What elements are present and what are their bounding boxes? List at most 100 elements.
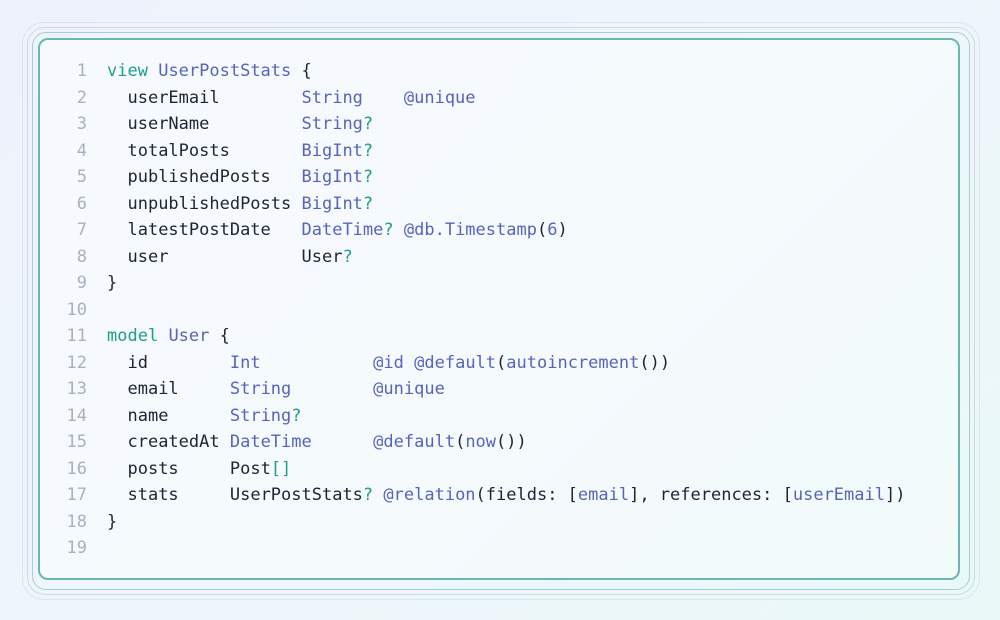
line-number: 16 [66, 458, 87, 479]
code-token: publishedPosts [127, 167, 271, 187]
code-token: @unique [373, 379, 445, 399]
code-token: totalPosts [127, 140, 230, 161]
code-token: @default [414, 352, 497, 373]
line-number: 8 [76, 246, 87, 267]
code-line: 13 email String @unique [40, 376, 958, 403]
code-token [363, 88, 404, 108]
code-token [148, 61, 158, 81]
code-token: BigInt [301, 140, 363, 161]
code-token: latestPostDate [127, 220, 271, 240]
line-number: 3 [76, 114, 87, 134]
line-text [87, 535, 107, 562]
code-token: UserPostStats [158, 61, 292, 81]
code-token: String [229, 405, 292, 426]
code-token: ? [362, 140, 374, 161]
code-line: 14 name String? [40, 403, 958, 430]
code-token [168, 247, 301, 267]
code-token: ( [455, 432, 466, 452]
outer-glow-ring [22, 22, 980, 600]
code-line: 17 stats UserPostStats? @relation(fields… [40, 482, 958, 509]
code-token [107, 247, 127, 267]
line-text: stats UserPostStats? @relation(fields: [… [87, 482, 905, 509]
code-token: DateTime [229, 432, 312, 452]
code-token: ? [383, 220, 394, 240]
code-line: 7 latestPostDate DateTime? @db.Timestamp… [40, 217, 958, 244]
code-token: @default [373, 432, 456, 452]
code-token [394, 220, 404, 240]
code-token [291, 379, 373, 399]
code-token [107, 88, 127, 108]
line-number: 2 [76, 87, 87, 108]
line-text: unpublishedPosts BigInt? [87, 191, 373, 218]
code-token [107, 485, 127, 505]
code-token: Int [229, 352, 261, 373]
code-token [107, 167, 127, 187]
code-token: 6 [547, 220, 558, 240]
code-token [404, 353, 414, 373]
code-token: posts [127, 458, 179, 479]
line-text: userEmail String @unique [87, 85, 475, 112]
code-token: { [291, 61, 312, 81]
code-token [271, 167, 302, 187]
code-token [107, 141, 127, 161]
code-token: String [229, 379, 292, 399]
code-token: ( [496, 352, 507, 373]
line-text: name String? [87, 403, 302, 430]
code-token [107, 194, 127, 214]
code-token: ? [291, 405, 302, 426]
code-token [220, 432, 230, 452]
code-token: stats [127, 485, 179, 505]
code-token: UserPostStats [229, 485, 363, 505]
code-token: BigInt [301, 167, 363, 187]
code-token: ( [536, 220, 548, 240]
code-token: User [168, 326, 210, 346]
code-token: id [127, 352, 148, 373]
line-number: 5 [76, 167, 87, 187]
code-token: ], references: [ [629, 485, 793, 505]
code-token: ) [557, 220, 568, 240]
inner-glow-ring [32, 32, 970, 590]
code-token [168, 406, 229, 426]
line-text: posts Post[] [87, 456, 291, 483]
code-token: ]) [884, 485, 906, 505]
line-number: 4 [76, 140, 87, 161]
line-number: 17 [66, 485, 87, 505]
line-number: 15 [66, 432, 87, 452]
code-line: 15 createdAt DateTime @default(now()) [40, 429, 958, 456]
code-line: 9} [40, 270, 958, 297]
code-token: String [301, 87, 363, 108]
code-token [209, 114, 301, 134]
code-token: userEmail [127, 87, 220, 108]
line-text: createdAt DateTime @default(now()) [87, 429, 526, 456]
code-line: 3 userName String? [40, 111, 958, 138]
code-token [158, 326, 168, 346]
code-token [312, 432, 373, 452]
code-token [107, 353, 127, 373]
code-token: email [127, 379, 179, 399]
code-token [148, 353, 230, 373]
code-token [107, 406, 127, 426]
line-text: totalPosts BigInt? [87, 138, 373, 165]
code-token: ? [342, 246, 353, 267]
code-token: String [301, 114, 363, 134]
line-text: view UserPostStats { [87, 58, 312, 85]
code-line: 8 user User? [40, 244, 958, 271]
code-token: Post [229, 458, 271, 479]
line-number: 13 [66, 379, 87, 399]
code-token [373, 485, 383, 505]
line-number: 7 [76, 220, 87, 240]
code-token [179, 459, 230, 479]
code-line: 6 unpublishedPosts BigInt? [40, 191, 958, 218]
line-text: user User? [87, 244, 353, 271]
line-number: 10 [66, 299, 87, 320]
code-token [220, 88, 302, 108]
code-line: 4 totalPosts BigInt? [40, 138, 958, 165]
code-token: (fields: [ [475, 485, 578, 505]
code-line: 18} [40, 509, 958, 536]
code-token [261, 353, 374, 373]
code-token: name [127, 405, 169, 426]
line-text: publishedPosts BigInt? [87, 164, 373, 191]
code-token [107, 432, 127, 452]
